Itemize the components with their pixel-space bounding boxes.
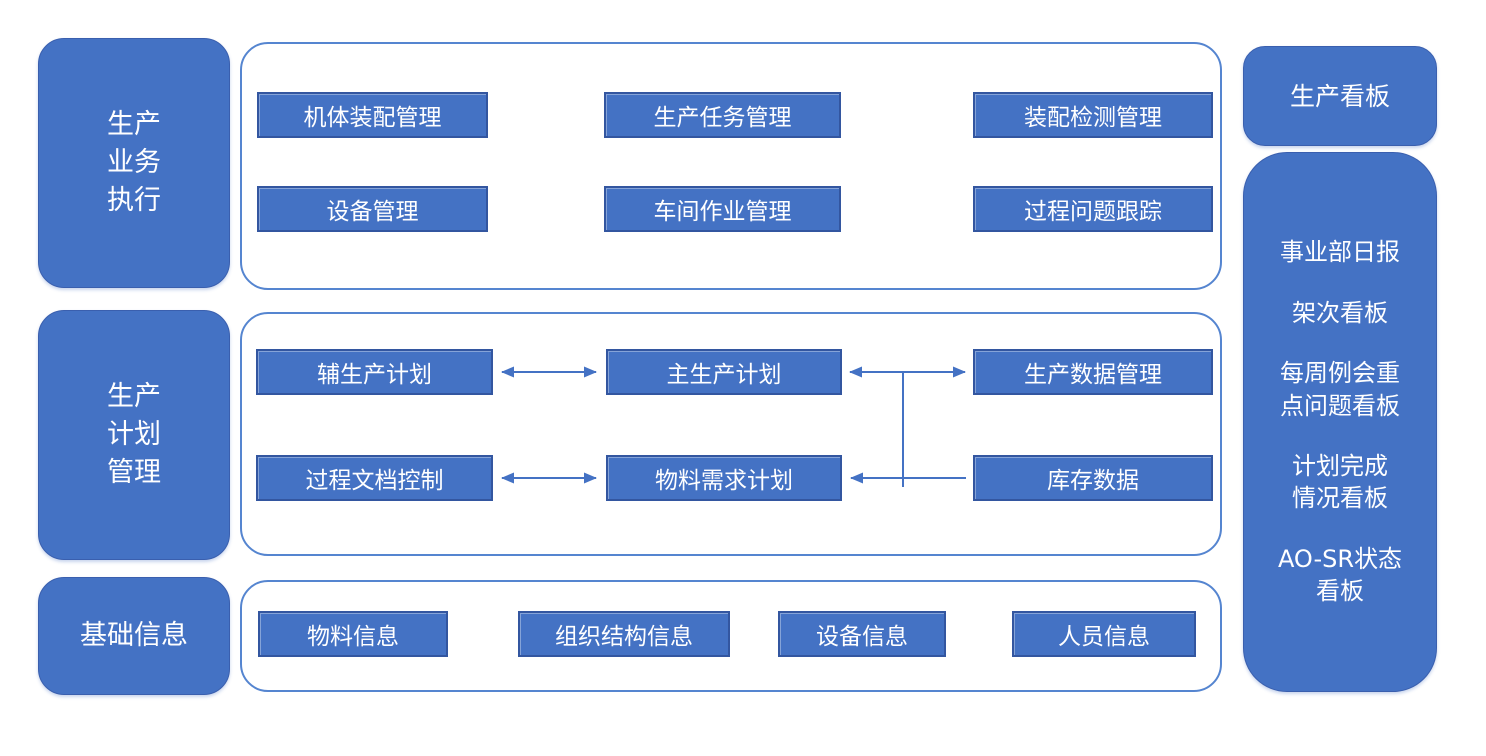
- box-org-structure-info: 组织结构信息: [518, 611, 730, 657]
- box-airframe-assembly-mgmt: 机体装配管理: [257, 92, 488, 138]
- box-material-requirements-plan: 物料需求计划: [606, 455, 842, 501]
- group-production-execution: 生产 业务 执行: [38, 38, 230, 288]
- box-master-production-plan: 主生产计划: [606, 349, 842, 395]
- box-process-document-control: 过程文档控制: [256, 455, 493, 501]
- box-aux-production-plan: 辅生产计划: [256, 349, 493, 395]
- box-process-issue-tracking: 过程问题跟踪: [973, 186, 1213, 232]
- execution-section-container: [240, 42, 1222, 290]
- kanban-list: 事业部日报 架次看板 每周例会重 点问题看板 计划完成 情况看板 AO-SR状态…: [1243, 152, 1437, 692]
- group-basic-info: 基础信息: [38, 577, 230, 695]
- box-production-task-mgmt: 生产任务管理: [604, 92, 841, 138]
- kanban-item-plan-completion: 计划完成 情况看板: [1292, 452, 1388, 513]
- kanban-item-ao-sr-status: AO-SR状态 看板: [1277, 544, 1403, 606]
- box-production-data-mgmt: 生产数据管理: [973, 349, 1213, 395]
- box-equipment-info: 设备信息: [778, 611, 946, 657]
- box-workshop-operation-mgmt: 车间作业管理: [604, 186, 841, 232]
- kanban-item-division-daily-report: 事业部日报: [1280, 238, 1400, 267]
- kanban-item-weekly-meeting-issues: 每周例会重 点问题看板: [1280, 359, 1400, 420]
- box-inventory-data: 库存数据: [973, 455, 1213, 501]
- box-material-info: 物料信息: [258, 611, 448, 657]
- production-kanban-header: 生产看板: [1243, 46, 1437, 146]
- box-equipment-mgmt: 设备管理: [257, 186, 488, 232]
- kanban-item-sortie-kanban: 架次看板: [1292, 298, 1388, 327]
- box-personnel-info: 人员信息: [1012, 611, 1196, 657]
- group-production-planning: 生产 计划 管理: [38, 310, 230, 560]
- box-assembly-inspection-mgmt: 装配检测管理: [973, 92, 1213, 138]
